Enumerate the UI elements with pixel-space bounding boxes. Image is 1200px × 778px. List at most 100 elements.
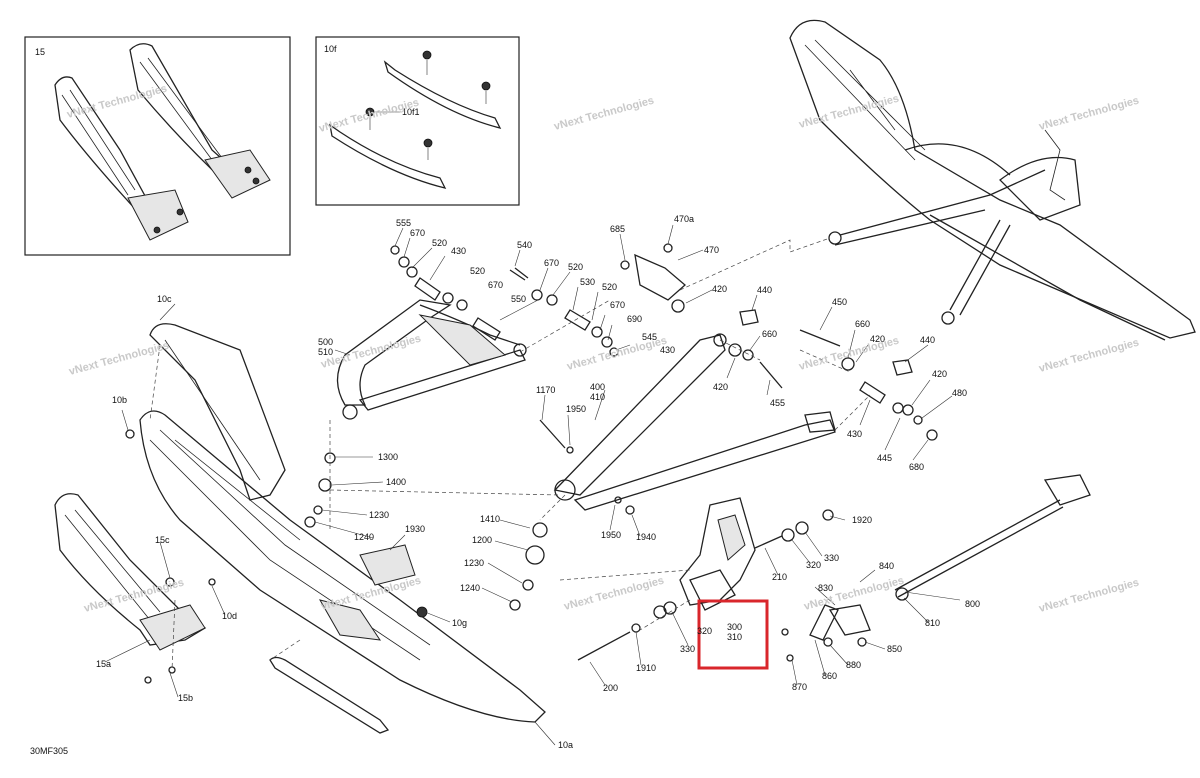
tie-rod	[809, 474, 1091, 641]
callout-label: 1200	[472, 535, 492, 545]
callout-label: 540	[517, 240, 532, 250]
watermark: vNext Technologies	[1038, 95, 1141, 133]
callout-label: 670	[610, 300, 625, 310]
callout-label: 840	[879, 561, 894, 571]
callout-label: 1240	[460, 583, 480, 593]
diagram-code: 30MF305	[30, 746, 68, 756]
callout-label: 670	[410, 228, 425, 238]
callout-label: 660	[855, 319, 870, 329]
callout-label: 410	[590, 392, 605, 402]
callout-label: 520	[568, 262, 583, 272]
callout-label: 420	[713, 382, 728, 392]
callout-label: 1240	[354, 532, 374, 542]
callout-label: 880	[846, 660, 861, 670]
callout-label: 210	[772, 572, 787, 582]
callout-label: 450	[832, 297, 847, 307]
callout-label: 420	[712, 284, 727, 294]
callout-label: 1300	[378, 452, 398, 462]
callout-label: 670	[488, 280, 503, 290]
callout-label: 545	[642, 332, 657, 342]
callout-label: 10g	[452, 618, 467, 628]
connection-lines	[149, 237, 871, 671]
callout-label: 455	[770, 398, 785, 408]
callout-label: 1930	[405, 524, 425, 534]
callout-label: 550	[511, 294, 526, 304]
callout-label: 680	[909, 462, 924, 472]
spindle-leg	[149, 323, 286, 501]
watermark: vNext Technologies	[320, 333, 423, 371]
callout-label: 445	[877, 453, 892, 463]
callout-label: 10b	[112, 395, 127, 405]
callout-label: 10a	[558, 740, 573, 750]
leader-lines	[104, 224, 961, 746]
callout-label: 870	[792, 682, 807, 692]
watermark: vNext Technologies	[563, 575, 666, 613]
callout-label: 420	[932, 369, 947, 379]
callout-label: 520	[602, 282, 617, 292]
callout-label: 1940	[636, 532, 656, 542]
callout-label: 1950	[601, 530, 621, 540]
callout-label: 510	[318, 347, 333, 357]
callout-label: 690	[627, 314, 642, 324]
watermark: vNext Technologies	[1038, 337, 1141, 375]
main-ski	[139, 410, 546, 734]
ski-assembly-rear	[789, 19, 1196, 341]
callout-label: 555	[396, 218, 411, 228]
callout-label: 500	[318, 337, 333, 347]
callout-label: 800	[965, 599, 980, 609]
callout-label: 320	[806, 560, 821, 570]
upper-a-arm	[336, 299, 527, 420]
callout-label: 430	[847, 429, 862, 439]
callout-label: 860	[822, 671, 837, 681]
callout-label: 15b	[178, 693, 193, 703]
callout-label: 400	[590, 382, 605, 392]
callout-label: 1410	[480, 514, 500, 524]
callout-label: 530	[580, 277, 595, 287]
ski-cover	[54, 493, 207, 651]
watermark: vNext Technologies	[803, 575, 906, 613]
callout-label: 520	[432, 238, 447, 248]
watermark: vNext Technologies	[1038, 577, 1141, 615]
callout-label: 1950	[566, 404, 586, 414]
inset-15-label: 15	[35, 47, 45, 57]
watermark: vNext Technologies	[798, 93, 901, 131]
callout-label: 200	[603, 683, 618, 693]
callout-labels: 555 670 520 430 540 670 520 520 670 530 …	[96, 214, 980, 750]
callout-label: 440	[757, 285, 772, 295]
spindle-bracket	[679, 497, 756, 611]
callout-label: 660	[762, 329, 777, 339]
callout-label: 15c	[155, 535, 170, 545]
callout-label: 1170	[536, 385, 555, 395]
callout-label: 850	[887, 644, 902, 654]
callout-label: 1400	[386, 477, 406, 487]
callout-label: 480	[952, 388, 967, 398]
callout-label: 1230	[369, 510, 389, 520]
callout-label: 330	[824, 553, 839, 563]
callout-label: 1910	[636, 663, 656, 673]
callout-label: 440	[920, 335, 935, 345]
inset-10f-label: 10f	[324, 44, 337, 54]
callout-label: 1230	[464, 558, 484, 568]
callout-label: 1920	[852, 515, 872, 525]
watermark: vNext Technologies	[553, 95, 656, 133]
callout-label: 310	[727, 632, 742, 642]
highlight-box	[697, 599, 769, 670]
callout-label: 15a	[96, 659, 111, 669]
callout-label: 670	[544, 258, 559, 268]
callout-label: 430	[660, 345, 675, 355]
callout-label: 685	[610, 224, 625, 234]
watermark: vNext Technologies	[320, 575, 423, 613]
callout-label: 430	[451, 246, 466, 256]
callout-label: 830	[818, 583, 833, 593]
callout-label: 470a	[674, 214, 694, 224]
watermark: vNext Technologies	[68, 340, 171, 378]
inset-10f: 10f 10f1	[315, 36, 520, 206]
callout-label: 10c	[157, 294, 172, 304]
watermark: vNext Technologies	[83, 577, 186, 615]
callout-label: 330	[680, 644, 695, 654]
inset-10f1-label: 10f1	[402, 107, 420, 117]
inset-15: 15	[24, 36, 291, 256]
callout-label: 810	[925, 618, 940, 628]
callout-label: 320	[697, 626, 712, 636]
